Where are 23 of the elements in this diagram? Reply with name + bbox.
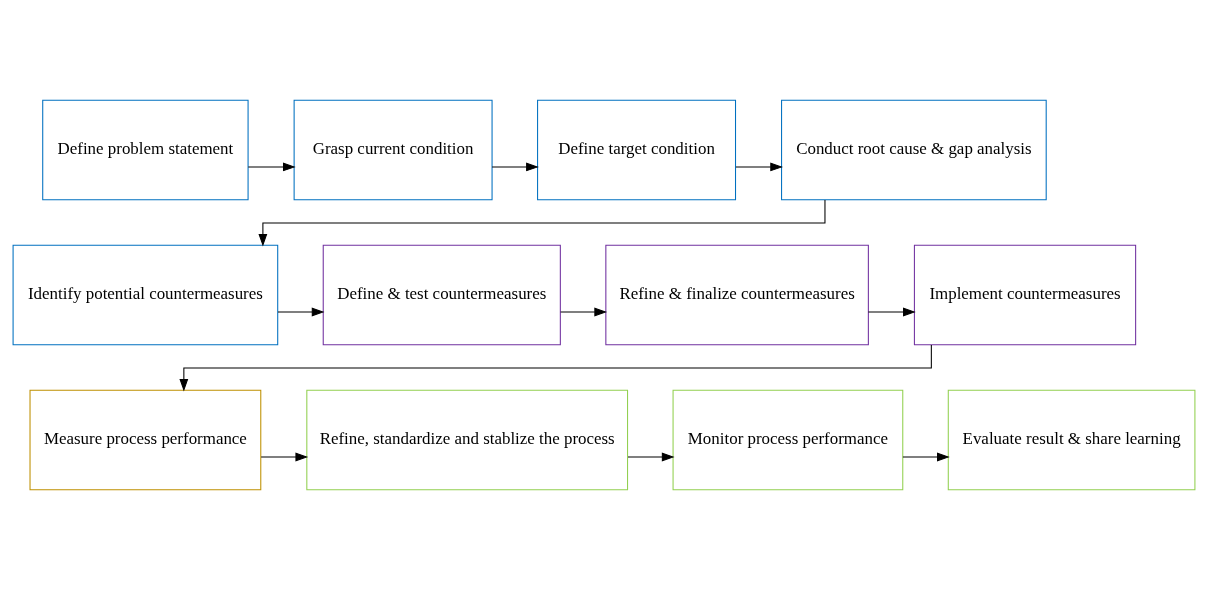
- node-box: Define problem statement: [42, 99, 249, 201]
- node-box: Implement countermeasures: [913, 244, 1137, 346]
- node-box: Define & test countermeasures: [322, 244, 561, 346]
- node-box: Conduct root cause & gap analysis: [781, 99, 1047, 201]
- arrow: [902, 452, 950, 462]
- node-box: Refine, standardize and stablize the process: [306, 389, 629, 491]
- arrow: [491, 162, 539, 172]
- arrow: [735, 162, 783, 172]
- arrow: [260, 452, 309, 462]
- node-box: Refine & finalize countermeasures: [605, 244, 869, 346]
- node-box: Monitor process performance: [672, 389, 904, 491]
- node-box: Identify potential countermeasures: [12, 244, 279, 346]
- node-box: Evaluate result & share learning: [947, 389, 1196, 491]
- arrow: [179, 344, 932, 392]
- arrow: [247, 162, 296, 172]
- node-box: Define target condition: [537, 99, 737, 201]
- arrow: [627, 452, 675, 462]
- arrow: [867, 307, 916, 317]
- arrow: [277, 307, 325, 317]
- node-box: Measure process performance: [29, 389, 262, 491]
- node-box: Grasp current condition: [293, 99, 493, 201]
- arrow: [258, 199, 826, 247]
- arrow: [560, 307, 608, 317]
